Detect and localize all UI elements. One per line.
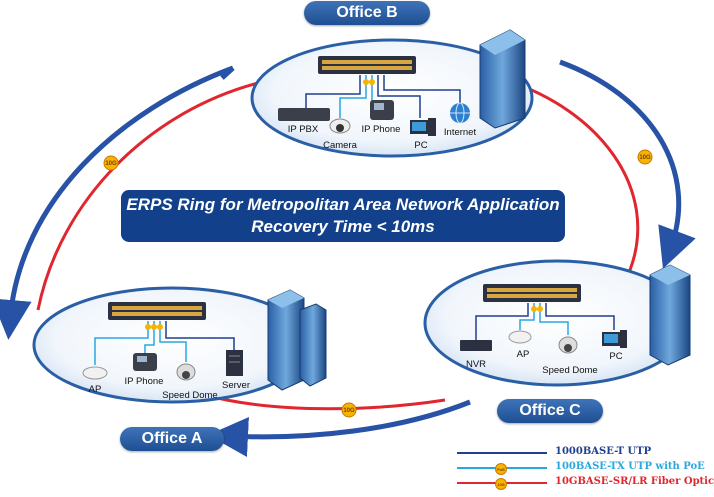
ring-badge-right: 10G	[637, 149, 653, 165]
internet-label: Internet	[444, 127, 477, 138]
ip-phone-icon	[370, 100, 394, 120]
fiber-bottom	[204, 393, 446, 411]
arrow-right	[559, 59, 696, 269]
ip-pbx-label: IP PBX	[288, 124, 319, 135]
pc-label: PC	[414, 140, 427, 151]
ap-icon-office-c	[508, 330, 532, 344]
office-c-label: Office C	[497, 399, 603, 423]
legend-poe-badge: PoE	[495, 463, 507, 475]
diagram-canvas: 10G 10G 10G IP PBX Camera IP Phone	[0, 29, 696, 457]
nvr-label: NVR	[466, 359, 486, 370]
ap-icon-office-a	[82, 366, 108, 380]
ring-badge-right-text: 10G	[639, 155, 651, 161]
office-b-building	[479, 29, 526, 129]
internet-globe-icon	[450, 102, 470, 124]
legend-line-utp	[457, 452, 547, 454]
arrow-left	[0, 65, 234, 340]
legend-row-utp: 1000BASE-T UTP	[455, 446, 700, 460]
speed-dome-label-office-c: Speed Dome	[542, 365, 597, 376]
nvr-icon	[460, 340, 492, 351]
speed-dome-icon-office-a	[176, 363, 196, 381]
office-b-poe-badges	[363, 79, 375, 85]
ip-phone-icon-office-a	[133, 353, 157, 371]
legend-fiber-badge: 10G	[495, 478, 507, 490]
server-icon	[226, 350, 243, 376]
office-c-building	[649, 264, 691, 366]
legend-label-fiber: 10GBASE-SR/LR Fiber Optic	[555, 476, 714, 487]
office-a-building	[267, 289, 327, 391]
legend-row-fiber: 10G 10GBASE-SR/LR Fiber Optic	[455, 476, 714, 490]
camera-icon	[329, 118, 351, 134]
ring-badge-left: 10G	[103, 155, 119, 171]
legend-row-poe: PoE 100BASE-TX UTP with PoE	[455, 461, 705, 475]
legend: 1000BASE-T UTP PoE 100BASE-TX UTP with P…	[455, 444, 714, 492]
office-c-switch	[483, 284, 581, 302]
ip-phone-label-office-a: IP Phone	[125, 376, 164, 387]
office-a-links	[94, 321, 235, 365]
pc-icon	[410, 118, 436, 136]
protection-arrows	[0, 59, 696, 457]
arrow-left-tail	[220, 66, 235, 80]
title-line-2: Recovery Time < 10ms	[251, 217, 435, 236]
ap-label-office-c: AP	[517, 349, 530, 360]
server-label: Server	[222, 380, 250, 391]
network-diagram: 10G 10G 10G IP PBX Camera IP Phone	[0, 29, 696, 457]
ring-badge-bottom-text: 10G	[343, 408, 355, 414]
speed-dome-icon-office-c	[558, 336, 578, 354]
office-c-poe-badges	[531, 306, 543, 312]
fiber-right	[504, 78, 640, 271]
office-a-label: Office A	[120, 427, 224, 451]
office-b-switch	[318, 56, 416, 74]
legend-label-poe: 100BASE-TX UTP with PoE	[555, 461, 705, 472]
legend-label-utp: 1000BASE-T UTP	[555, 446, 652, 457]
ip-phone-label: IP Phone	[362, 124, 401, 135]
ring-badge-left-text: 10G	[105, 161, 117, 167]
office-b-label: Office B	[304, 1, 430, 25]
pc-label-office-c: PC	[609, 351, 622, 362]
diagram-title-box: ERPS Ring for Metropolitan Area Network …	[121, 190, 565, 242]
camera-label: Camera	[323, 140, 358, 151]
arrow-bottom	[208, 399, 471, 457]
office-c-links	[475, 303, 615, 340]
ip-pbx-icon	[278, 108, 330, 121]
ring-badge-bottom: 10G	[341, 402, 357, 418]
speed-dome-label-office-a: Speed Dome	[162, 390, 217, 401]
office-a-switch	[108, 302, 206, 320]
ap-label-office-a: AP	[89, 384, 102, 395]
pc-icon-office-c	[602, 330, 627, 348]
title-line-1: ERPS Ring for Metropolitan Area Network …	[126, 195, 560, 214]
office-a-poe-badges	[145, 324, 163, 330]
